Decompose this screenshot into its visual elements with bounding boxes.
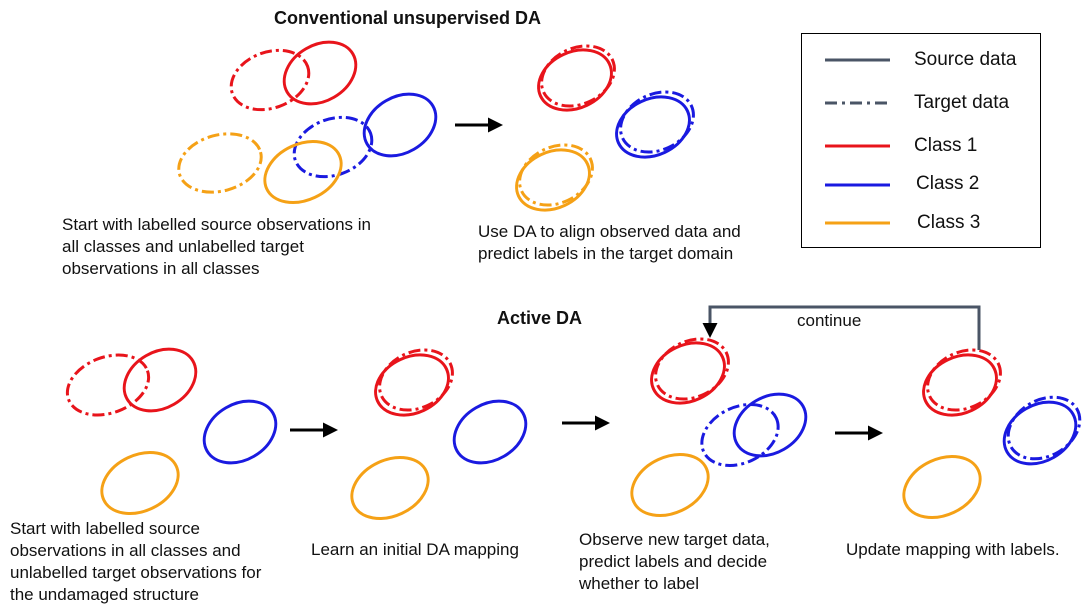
legend-swatches <box>825 58 890 225</box>
legend-class3-label: Class 3 <box>917 212 981 233</box>
class2-target-ellipse <box>292 115 374 179</box>
caption-line: Start with labelled source <box>10 519 200 538</box>
legend-box <box>801 33 1041 248</box>
caption-line: Use DA to align observed data and <box>478 222 741 241</box>
caption-active-observe: Observe new target data, predict labels … <box>579 529 770 595</box>
class1-target-ellipse <box>654 337 730 401</box>
continue-label: continue <box>797 311 862 330</box>
class2-source-ellipse <box>1002 400 1078 466</box>
conv-aligned-cluster <box>515 44 695 212</box>
caption-conv-end: Use DA to align observed data and predic… <box>478 221 741 265</box>
caption-line: Start with labelled source observations … <box>62 215 371 234</box>
active-stage1-cluster <box>65 347 278 515</box>
class1-source-ellipse <box>537 48 613 112</box>
class3-source-ellipse <box>263 140 343 204</box>
class2-source-ellipse <box>615 95 691 159</box>
class1-target-ellipse <box>540 44 616 108</box>
class2-source-ellipse <box>362 92 438 158</box>
caption-line: predict labels and decide <box>579 552 768 571</box>
caption-active-update: Update mapping with labels. <box>846 540 1060 559</box>
class3-target-ellipse <box>177 132 263 194</box>
conv-start-cluster <box>177 40 438 204</box>
caption-line: observations in all classes <box>62 259 260 278</box>
legend-target-label: Target data <box>914 92 1010 113</box>
class1-source-ellipse <box>282 40 358 106</box>
class1-source-ellipse <box>122 347 198 413</box>
active-stage3-cluster <box>630 337 808 517</box>
caption-line: unlabelled target observations for <box>10 563 262 582</box>
class1-source-ellipse <box>374 353 450 417</box>
caption-conv-start: Start with labelled source observations … <box>62 214 371 280</box>
caption-line: observations in all classes and <box>10 541 241 560</box>
class3-source-ellipse <box>350 456 430 520</box>
class1-target-ellipse <box>378 348 454 412</box>
class3-source-ellipse <box>515 148 591 212</box>
caption-line: predict labels in the target domain <box>478 244 734 263</box>
class1-source-ellipse <box>922 353 998 417</box>
legend-class2-label: Class 2 <box>916 173 980 194</box>
class2-source-ellipse <box>452 399 528 465</box>
caption-active-learn: Learn an initial DA mapping <box>311 540 519 559</box>
caption-line: whether to label <box>579 574 700 593</box>
class2-source-ellipse <box>202 399 278 465</box>
class1-source-ellipse <box>650 341 726 405</box>
class3-source-ellipse <box>630 453 710 517</box>
class2-source-ellipse <box>732 392 808 458</box>
active-stage4-cluster <box>902 348 1082 519</box>
class2-target-ellipse <box>1006 395 1082 461</box>
continue-arrow <box>702 305 981 350</box>
class1-target-ellipse <box>926 348 1002 412</box>
legend-class1-label: Class 1 <box>914 135 978 156</box>
caption-line: Observe new target data, <box>579 530 770 549</box>
caption-line: all classes and unlabelled target <box>62 237 304 256</box>
class2-target-ellipse <box>619 90 695 154</box>
class2-target-ellipse <box>700 403 780 467</box>
class1-target-ellipse <box>65 353 151 417</box>
class3-source-ellipse <box>902 455 982 519</box>
active-stage2-cluster <box>350 348 528 520</box>
active-title: Active DA <box>497 308 583 328</box>
conventional-title: Conventional unsupervised DA <box>274 8 542 28</box>
legend-source-label: Source data <box>914 49 1017 70</box>
class3-source-ellipse <box>100 451 180 515</box>
caption-line: the undamaged structure <box>10 585 200 604</box>
caption-active-start: Start with labelled source observations … <box>10 518 261 606</box>
class1-target-ellipse <box>229 48 311 112</box>
class3-target-ellipse <box>518 143 594 207</box>
